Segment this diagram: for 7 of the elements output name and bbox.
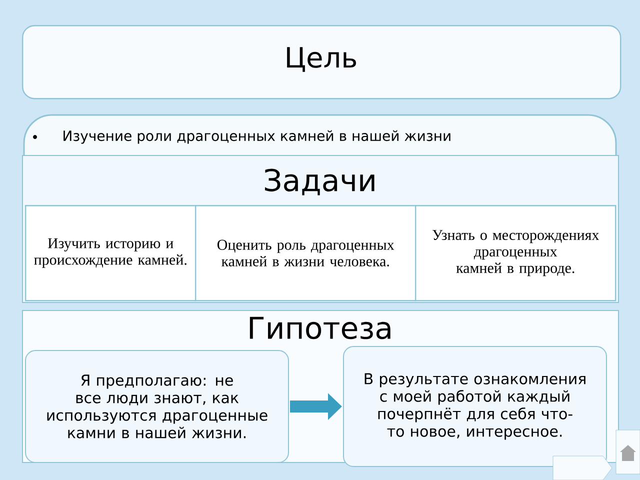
table-cell: Изучить историю и происхождение камней. — [25, 205, 196, 302]
goal-panel: Изучение роли драгоценных камней в нашей жизни — [23, 114, 617, 156]
title-box: Цель — [22, 25, 622, 100]
hypothesis-box: Я предполагаю: не все люди знают, как используются драгоценные камни в нашей жизни. — [25, 350, 289, 463]
table-cell: Узнать о месторождениях драгоценных камней в природе. — [415, 205, 616, 302]
hypothesis-box: В результате ознакомления с моей работой каждый почерпнёт для себя что-то новое, интересное. — [343, 346, 607, 467]
table-cell: Оценить роль драгоценных камней в жизни человека. — [195, 205, 416, 302]
